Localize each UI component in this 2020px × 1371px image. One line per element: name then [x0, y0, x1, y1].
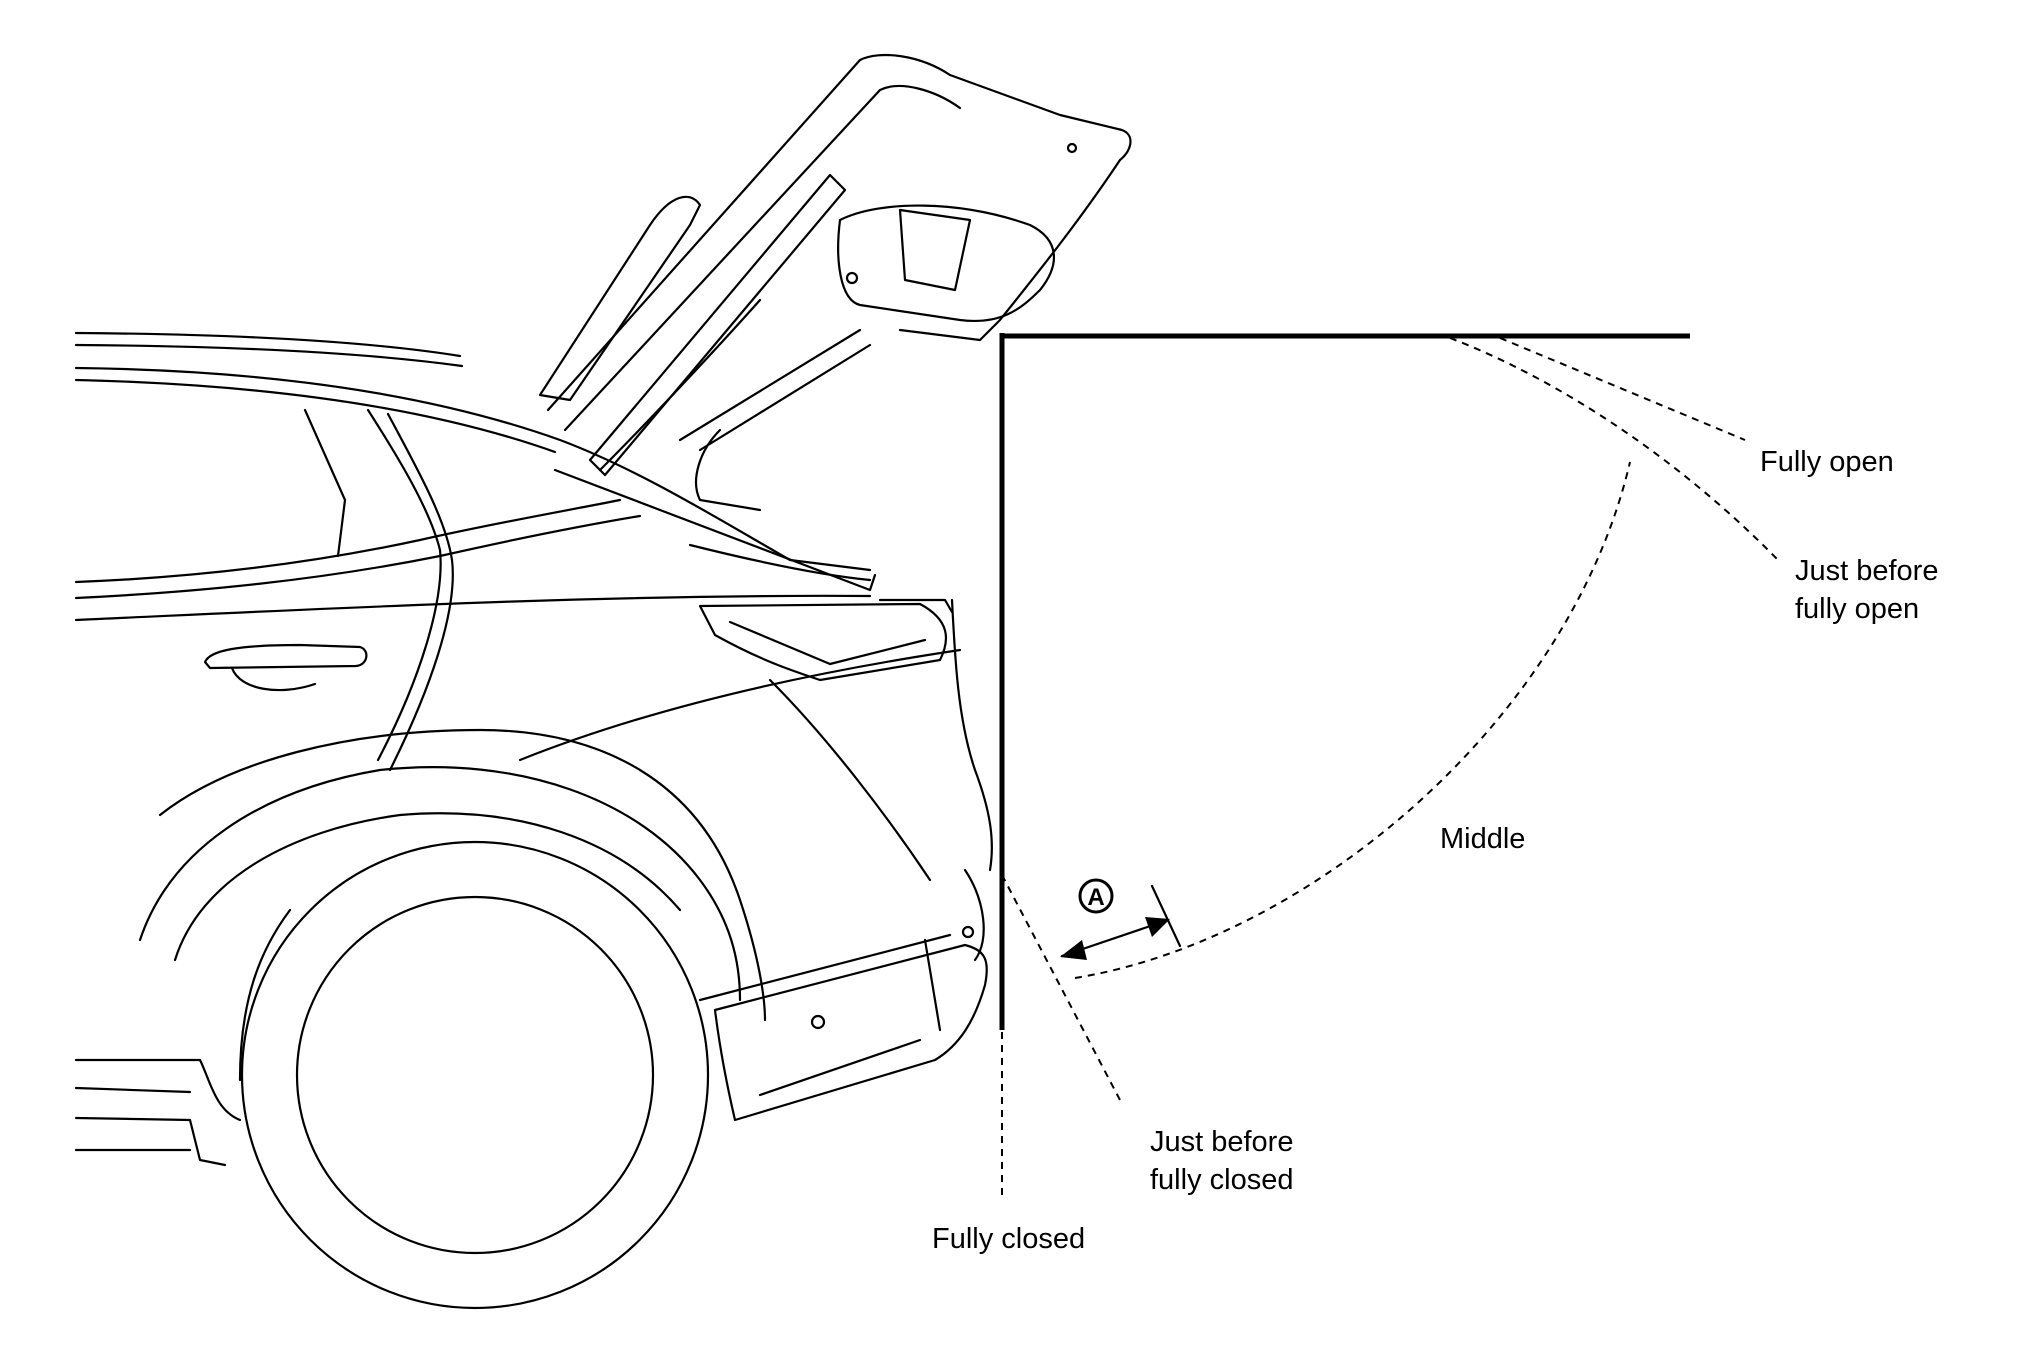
just-before-fully-closed-line: [1001, 874, 1121, 1101]
label-fully-open: Fully open: [1760, 446, 1894, 478]
vehicle-illustration: [74, 331, 993, 1310]
just-before-fully-open-line: [1449, 337, 1779, 561]
label-just-before-fully-closed: Just before fully closed: [1150, 1126, 1294, 1196]
fully-open-line: [1499, 337, 1746, 441]
label-fully-closed: Fully closed: [932, 1223, 1086, 1255]
callout-a-circle: [1078, 878, 1114, 914]
door-position-lines: A: [999, 333, 1779, 1195]
callout-a-label: A: [1087, 884, 1104, 911]
label-just-before-fully-open: Just before fully open: [1795, 555, 1939, 625]
middle-arc: [1074, 461, 1631, 979]
dimension-a-extension: [1150, 884, 1182, 948]
open-back-door: [538, 53, 1132, 614]
label-middle: Middle: [1440, 823, 1526, 855]
